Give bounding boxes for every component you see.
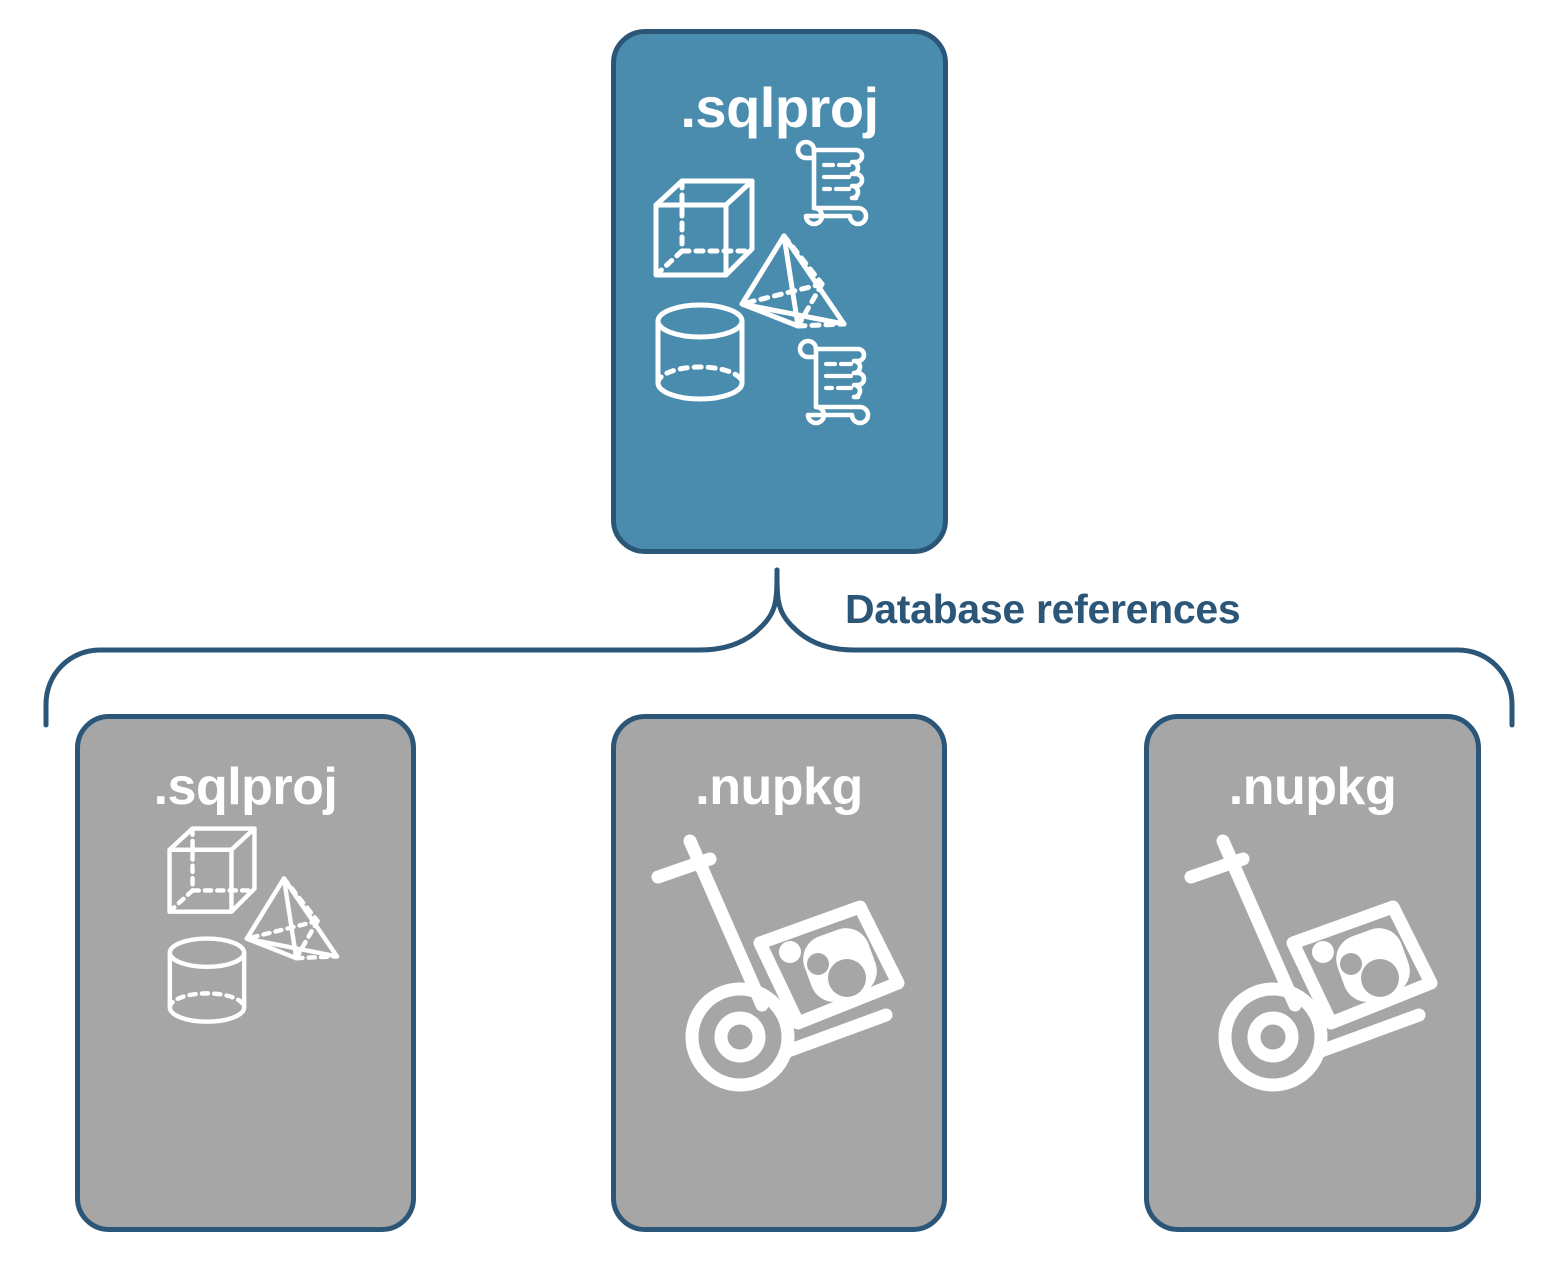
cube-icon [653,178,755,278]
cylinder-icon [655,302,745,402]
hand-truck-package-icon [651,834,905,1092]
main-card-icon-group [616,136,943,549]
cube-icon [167,826,257,914]
card-nupkg-reference-2[interactable]: .nupkg [1144,714,1481,1232]
card-sqlproj-main[interactable]: .sqlproj [611,29,948,554]
card-title: .nupkg [695,758,863,816]
cylinder-icon [167,936,247,1024]
card-title: .sqlproj [153,758,338,816]
brace-label: Database references [845,586,1241,632]
card-sqlproj-reference[interactable]: .sqlproj [75,714,416,1232]
hand-truck-package-icon [1184,834,1438,1092]
card-title: .sqlproj [680,76,879,139]
script-scroll-icon [795,139,869,227]
card-title: .nupkg [1228,758,1397,816]
reference-card-icon-group [616,813,942,1227]
pyramid-icon [244,876,340,961]
card-nupkg-reference-1[interactable]: .nupkg [611,714,947,1232]
pyramid-icon [739,233,847,329]
reference-card-icon-group [1149,813,1476,1227]
script-scroll-icon [797,338,871,426]
reference-card-icon-group [80,813,411,1227]
